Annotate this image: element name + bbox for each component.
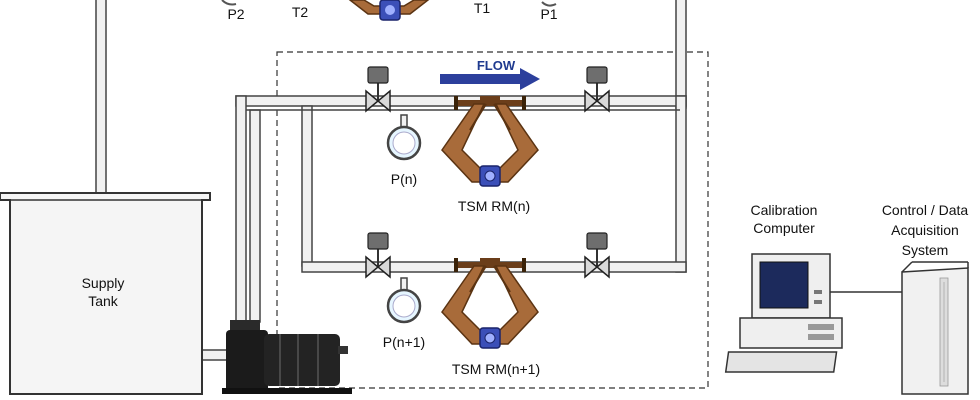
label-daq-1: Control / Data [882, 202, 969, 218]
flow-arrow: FLOW [440, 58, 540, 90]
label-daq-2: Acquisition [891, 222, 959, 238]
label-t1: T1 [474, 0, 491, 16]
label-meter-n: TSM RM(n) [458, 198, 530, 214]
label-supply-1: Supply [82, 275, 125, 291]
tower-cabinet-icon: Control / Data Acquisition System [882, 202, 969, 395]
label-p1: P1 [540, 6, 557, 22]
label-daq-3: System [902, 242, 949, 258]
label-pn1: P(n+1) [383, 334, 425, 350]
label-flow: FLOW [477, 58, 516, 73]
top-partial-row: P2 T2 T1 P1 [221, 0, 558, 22]
desktop-computer-icon: Calibration Computer [724, 202, 843, 373]
gauge-p1-partial [541, 1, 557, 7]
meter-top-partial [348, 0, 430, 21]
label-meter-n1: TSM RM(n+1) [452, 361, 540, 377]
pressure-gauge-pn1 [386, 276, 422, 324]
pressure-gauge-pn [386, 113, 422, 161]
label-p2: P2 [227, 6, 244, 22]
pump-icon [222, 320, 352, 394]
test-section-boundary [276, 51, 709, 389]
gauge-p2-partial [221, 0, 237, 6]
label-calib-1: Calibration [751, 202, 818, 218]
label-calib-2: Computer [753, 220, 815, 236]
label-pn: P(n) [391, 171, 417, 187]
label-t2: T2 [292, 4, 309, 20]
label-supply-2: Tank [88, 293, 119, 309]
supply-tank-icon: Supply Tank [0, 192, 211, 395]
